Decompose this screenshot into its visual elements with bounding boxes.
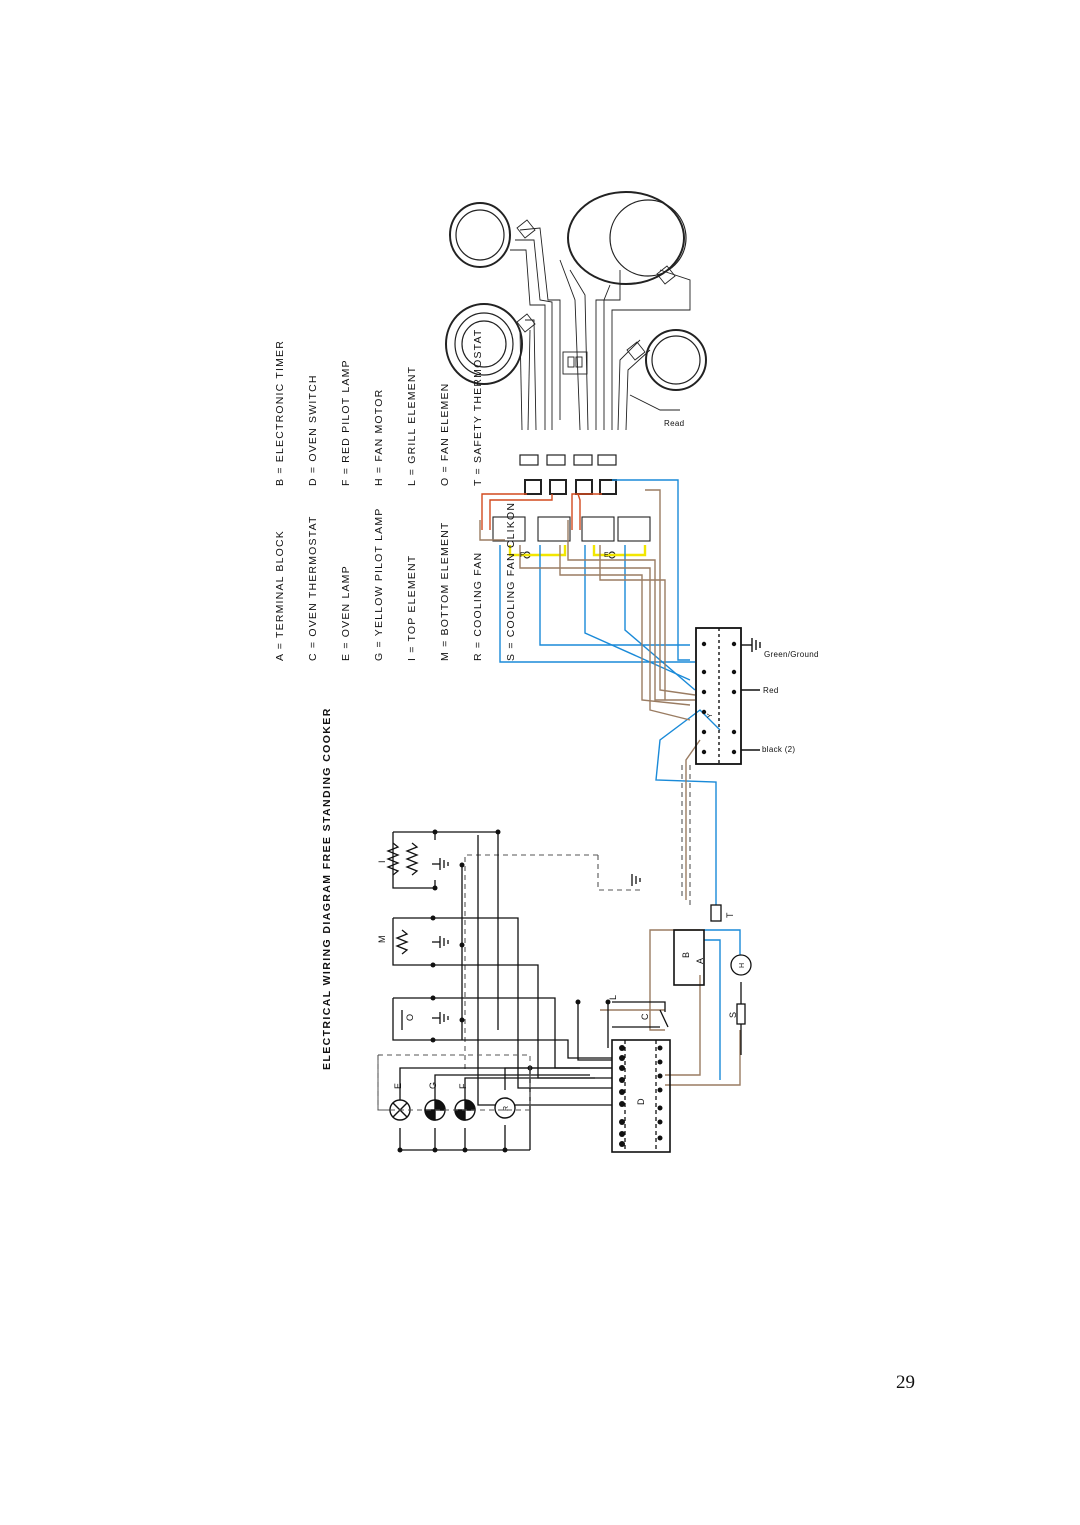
label-Y: Y — [707, 713, 714, 718]
label-G: G — [428, 1082, 438, 1089]
legend-item: I = TOP ELEMENT — [406, 554, 418, 661]
label-C: C — [640, 1013, 650, 1020]
label-E: E — [393, 1083, 403, 1089]
cooling-fan-R — [494, 1097, 516, 1119]
label-F: F — [458, 1083, 468, 1089]
legend-item: O = FAN ELEMEN — [439, 382, 451, 486]
page-number: 29 — [896, 1372, 915, 1393]
label-A: A — [695, 958, 705, 964]
grill-element-L — [405, 842, 419, 876]
label-H: H — [739, 963, 746, 968]
legend-item: T = SAFETY THERMOSTAT — [472, 328, 484, 486]
label-T: T — [725, 912, 735, 918]
legend-item: H = FAN MOTOR — [373, 388, 385, 486]
hob-plate-small-front — [645, 329, 707, 391]
earth-wires — [377, 765, 691, 1111]
legend-item: M = BOTTOM ELEMENT — [439, 521, 451, 661]
legend-column-2: B = ELECTRONIC TIMER D = OVEN SWITCH F =… — [253, 328, 495, 486]
terminal-block-A — [695, 627, 761, 765]
hob-plate-large-oval — [567, 191, 685, 285]
legend-item: B = ELECTRONIC TIMER — [274, 339, 286, 486]
legend-column-1: A = TERMINAL BLOCK C = OVEN THERMOSTAT E… — [253, 501, 528, 662]
hob-harness — [510, 219, 691, 431]
legend-item: S = COOLING FAN CLIKON — [505, 501, 517, 661]
hob-energy-regulators — [492, 516, 651, 542]
svg-text:E: E — [604, 552, 609, 559]
label-O: O — [405, 1014, 415, 1021]
hob-plates — [445, 191, 707, 391]
ground-label: Green/Ground — [764, 650, 819, 659]
label-S: S — [728, 1012, 738, 1018]
legend-item: L = GRILL ELEMENT — [406, 365, 418, 486]
legend-item: A = TERMINAL BLOCK — [274, 529, 286, 661]
legend-item: D = OVEN SWITCH — [307, 374, 319, 486]
oven-switch-contacts — [397, 829, 663, 1153]
red-label: Red — [763, 686, 779, 695]
svg-text:F: F — [520, 552, 524, 559]
lamps — [389, 1097, 516, 1121]
label-D: D — [636, 1098, 646, 1105]
label-R: R — [503, 1106, 510, 1111]
legend-item: G = YELLOW PILOT LAMP — [373, 507, 385, 662]
top-element-I — [386, 842, 400, 876]
label-M: M — [377, 936, 387, 944]
black-label: black (2) — [762, 745, 796, 754]
earth-symbols — [432, 858, 641, 1024]
legend-item: F = RED PILOT LAMP — [340, 359, 352, 486]
hob-connector-blocks — [519, 454, 617, 495]
element-wiring — [392, 831, 752, 1153]
label-L: L — [608, 995, 618, 1000]
legend-item: R = COOLING FAN — [472, 551, 484, 661]
legend-item: E = OVEN LAMP — [340, 565, 352, 661]
diagram-title: ELECTRICAL WIRING DIAGRAM FREE STANDING … — [321, 707, 333, 1070]
hob-red-label: Read — [664, 419, 685, 428]
legend-item: C = OVEN THERMOSTAT — [307, 515, 319, 661]
bottom-element-M — [395, 929, 409, 955]
hob-plate-small-rear — [449, 202, 511, 268]
label-I: I — [377, 860, 387, 863]
hob-plate-large-front — [445, 303, 523, 385]
heating-elements — [386, 842, 641, 1030]
label-B: B — [681, 952, 691, 958]
